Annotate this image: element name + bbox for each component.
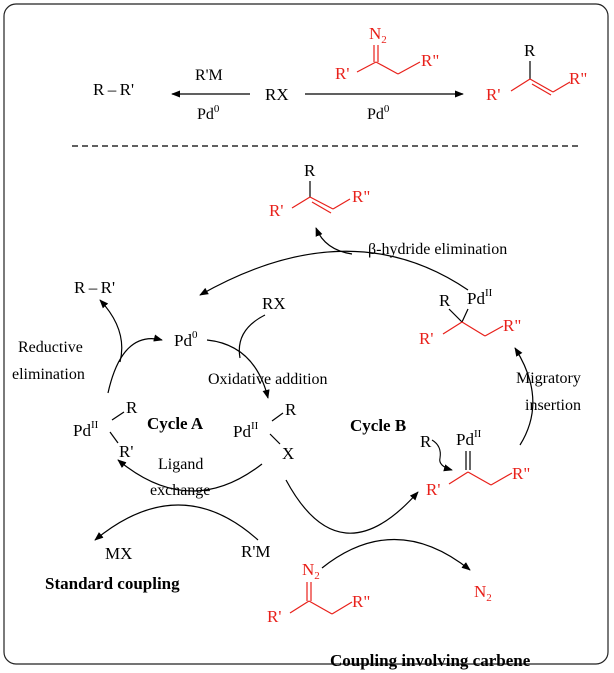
frame xyxy=(3,3,609,665)
svg-text:R': R' xyxy=(119,442,133,461)
svg-text:R': R' xyxy=(267,607,281,626)
reductive-label-1: Reductive xyxy=(18,339,83,356)
pd-carbene-complex: R PdII R' R" xyxy=(420,428,530,499)
migratory-insertion-arrow xyxy=(514,347,534,446)
svg-text:R': R' xyxy=(419,329,433,348)
beta-hydride-label: β-hydride elimination xyxy=(368,241,507,258)
reductive-elimination-arrow xyxy=(107,334,163,394)
svg-text:R: R xyxy=(285,400,297,419)
pd-ii-mid-complex: PdII R X xyxy=(233,400,297,463)
cycle-alkene-product: R R' R" xyxy=(269,161,370,220)
cycle-b-label: Cycle B xyxy=(350,416,406,435)
migratory-label-1: Migratory xyxy=(516,370,581,387)
ligand-label-1: Ligand xyxy=(158,456,203,473)
svg-text:R: R xyxy=(126,398,138,417)
svg-text:R': R' xyxy=(426,480,440,499)
svg-text:R: R xyxy=(420,432,432,451)
pd-ii-left-complex: PdII R R' xyxy=(73,398,138,461)
reductive-label-2: elimination xyxy=(12,366,85,383)
svg-text:R': R' xyxy=(486,85,500,104)
top-alkene-product: R R' R" xyxy=(486,41,587,104)
mx-rm-arrow xyxy=(94,504,259,541)
top-product-rr: R – R' xyxy=(93,80,134,99)
svg-text:R": R" xyxy=(421,51,439,70)
standard-coupling-label: Standard coupling xyxy=(45,574,180,593)
alkene-release-arrow xyxy=(315,227,353,255)
rr-release-arrow xyxy=(99,299,123,363)
bottom-diazo-compound: N2 R' R" xyxy=(267,560,370,626)
svg-text:PdII: PdII xyxy=(456,428,482,449)
pd-alkyl-complex: R PdII R' R" xyxy=(419,287,521,348)
svg-text:R": R" xyxy=(503,316,521,335)
top-diazo-compound: N2 R' R" xyxy=(335,24,439,83)
diazo-to-n2-arrow xyxy=(321,538,471,571)
migratory-label-2: insertion xyxy=(525,397,581,414)
svg-text:R: R xyxy=(524,41,536,60)
rm-reagent: R'M xyxy=(241,542,271,561)
cycle-product-rr: R – R' xyxy=(74,278,115,297)
cycle-a-label: Cycle A xyxy=(147,414,204,433)
svg-text:R': R' xyxy=(269,201,283,220)
top-substrate-rx: RX xyxy=(265,85,289,104)
svg-text:R": R" xyxy=(569,69,587,88)
svg-text:R: R xyxy=(304,161,316,180)
ligand-exchange-arrow xyxy=(117,459,263,492)
carbene-formation-arrow xyxy=(285,479,419,534)
svg-text:R": R" xyxy=(352,592,370,611)
svg-text:X: X xyxy=(282,444,294,463)
oxidative-addition-arrow xyxy=(206,339,270,399)
oxidative-label: Oxidative addition xyxy=(208,371,328,388)
svg-text:R: R xyxy=(439,291,451,310)
top-catalyst-left: Pd0 xyxy=(197,103,220,123)
carbene-coupling-label: Coupling involving carbene xyxy=(330,651,531,670)
svg-text:R": R" xyxy=(352,187,370,206)
top-reagent-rm: R'M xyxy=(195,67,223,84)
svg-text:PdII: PdII xyxy=(233,420,259,441)
ligand-label-2: exchange xyxy=(150,482,210,499)
svg-text:N2: N2 xyxy=(369,24,387,46)
rx-entry-arrow xyxy=(238,314,266,359)
svg-text:R': R' xyxy=(335,64,349,83)
svg-text:N2: N2 xyxy=(302,560,320,582)
svg-text:PdII: PdII xyxy=(73,419,99,440)
svg-text:R": R" xyxy=(512,464,530,483)
svg-text:PdII: PdII xyxy=(467,287,493,308)
pd0-catalyst: Pd0 xyxy=(174,329,198,350)
mx-byproduct: MX xyxy=(105,544,132,563)
n2-product: N2 xyxy=(474,582,492,604)
cycle-substrate-rx: RX xyxy=(262,294,286,313)
top-catalyst-right: Pd0 xyxy=(367,103,390,123)
